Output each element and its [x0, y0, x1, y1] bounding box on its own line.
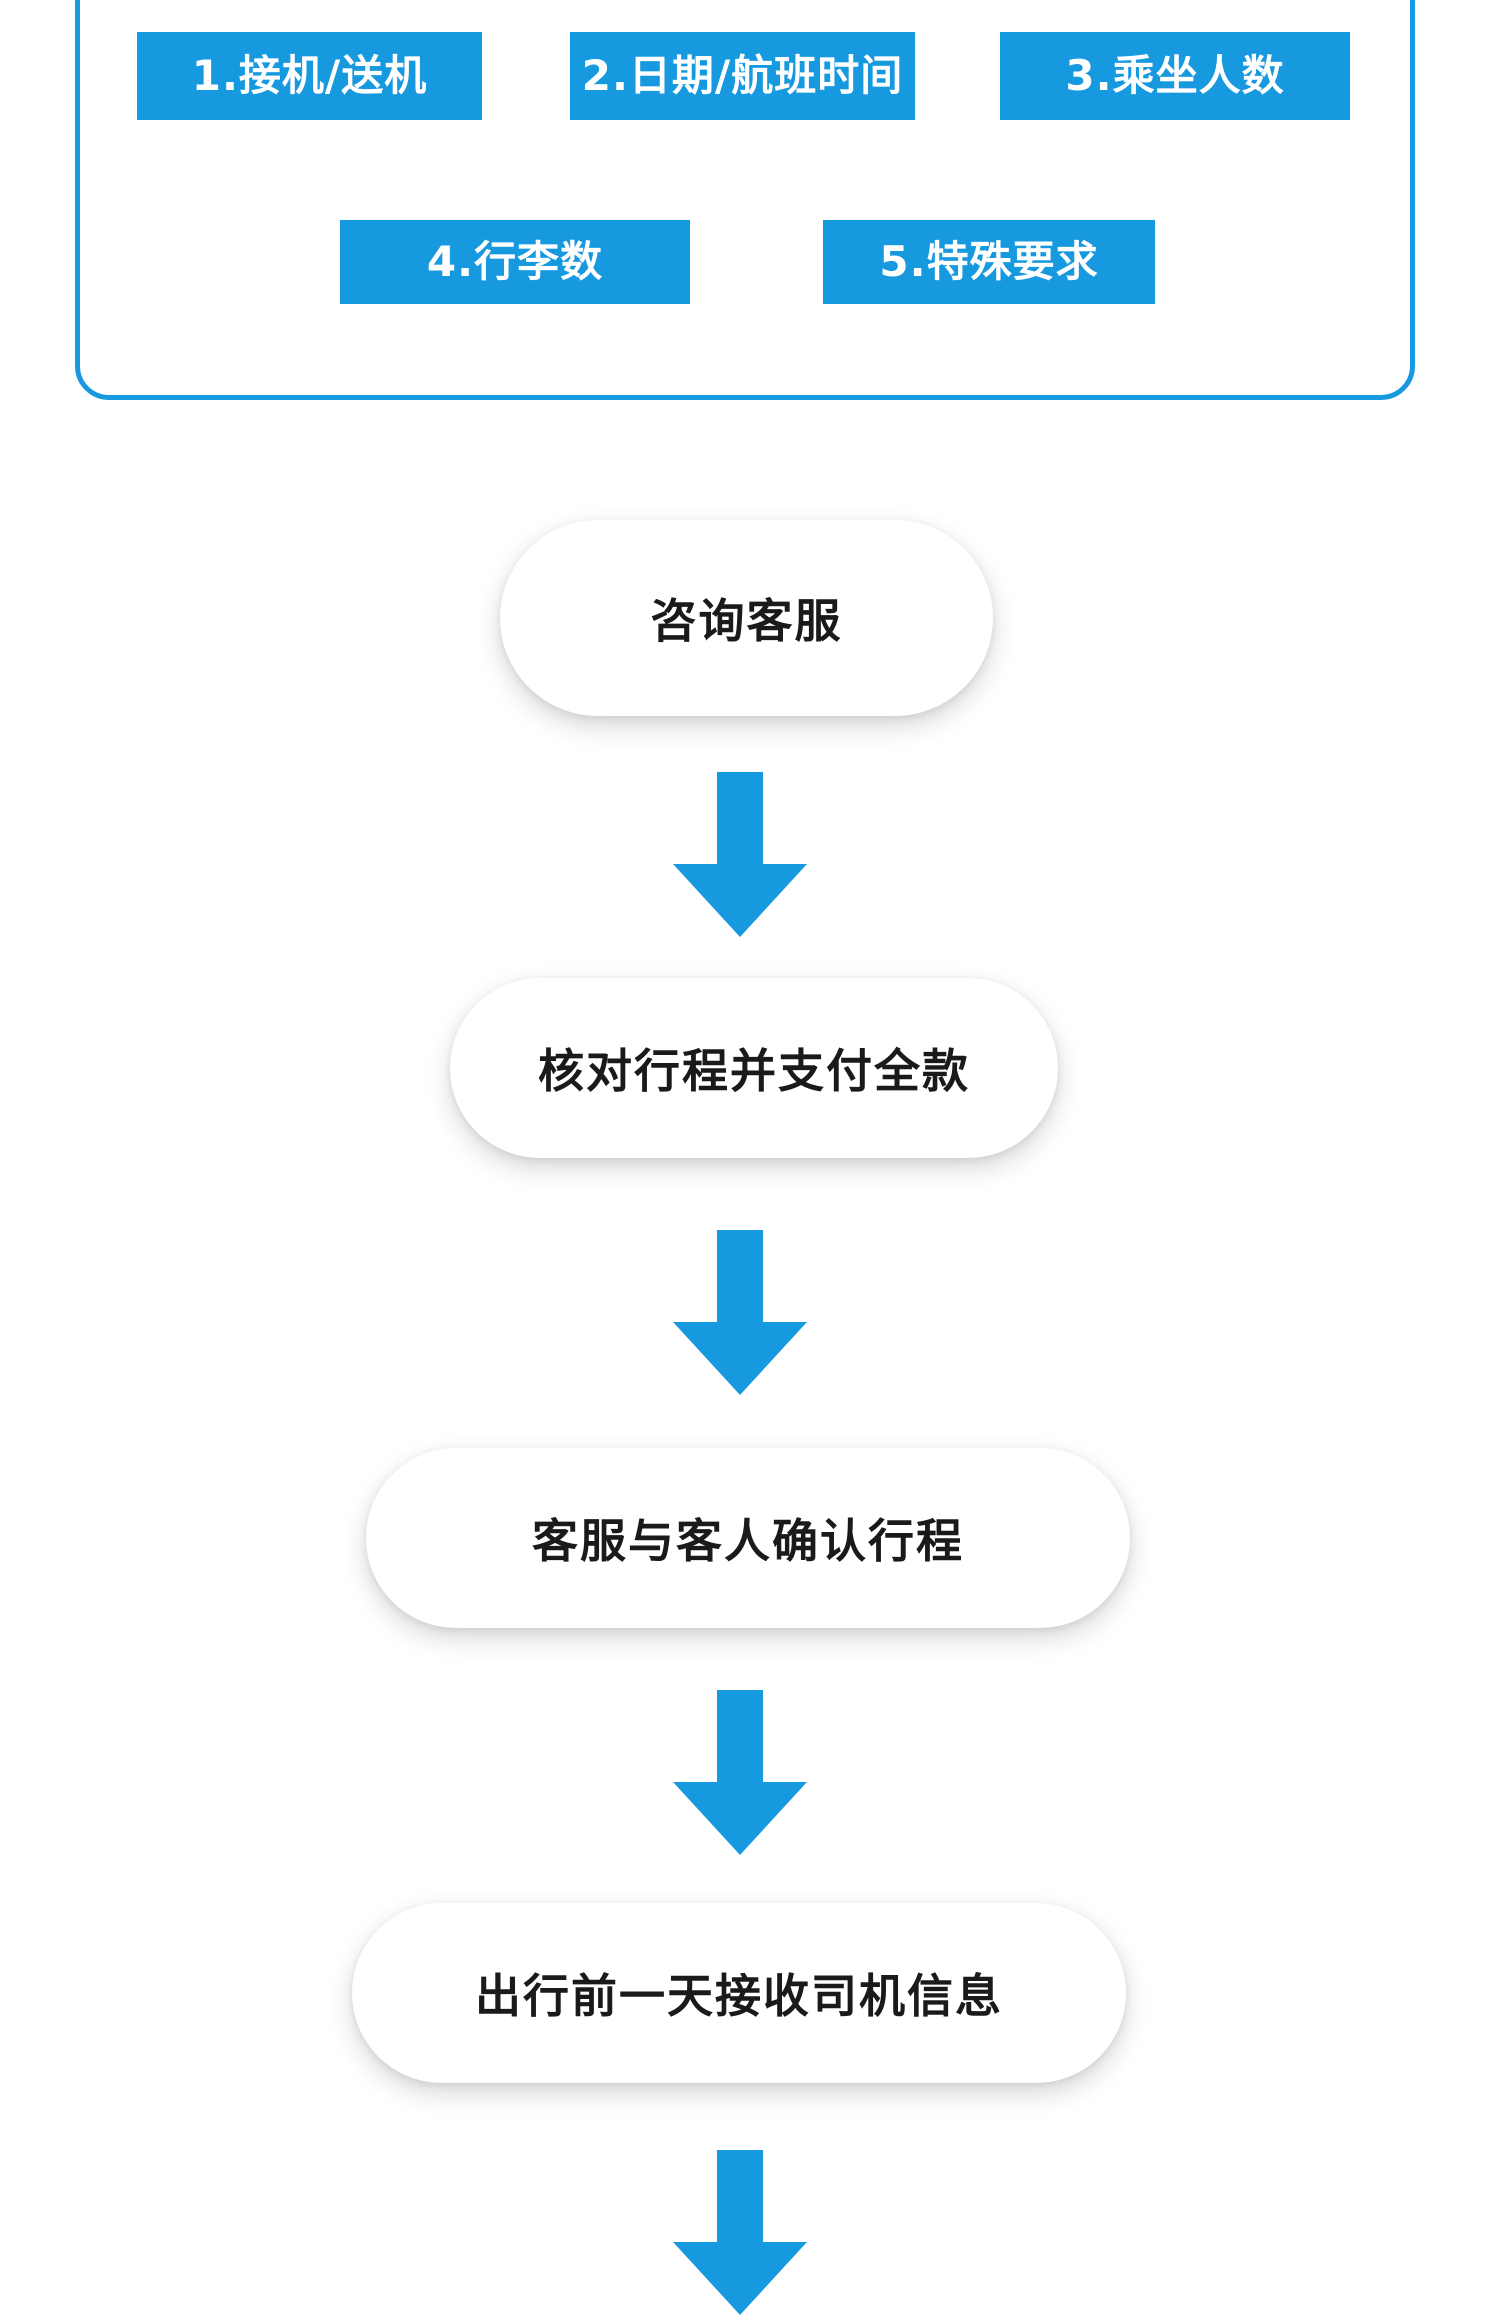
requirements-row-1: 1.接机/送机 2.日期/航班时间 3.乘坐人数: [80, 32, 1410, 120]
requirement-tag-passenger-count[interactable]: 3.乘坐人数: [1000, 32, 1350, 120]
down-arrow-icon-3: [670, 1690, 810, 1855]
flow-step-consult-support[interactable]: 咨询客服: [500, 520, 993, 716]
requirement-tag-date-flight-time[interactable]: 2.日期/航班时间: [570, 32, 915, 120]
down-arrow-icon-1: [670, 772, 810, 937]
flow-step-verify-itinerary-pay[interactable]: 核对行程并支付全款: [450, 978, 1058, 1158]
flow-step-receive-driver-info[interactable]: 出行前一天接收司机信息: [352, 1903, 1126, 2083]
requirement-tag-luggage-count[interactable]: 4.行李数: [340, 220, 690, 304]
requirement-tag-pickup-dropoff[interactable]: 1.接机/送机: [137, 32, 482, 120]
flow-step-support-confirm-itinerary[interactable]: 客服与客人确认行程: [366, 1448, 1130, 1628]
requirements-panel: 1.接机/送机 2.日期/航班时间 3.乘坐人数 4.行李数 5.特殊要求: [75, 0, 1415, 400]
down-arrow-icon-2: [670, 1230, 810, 1395]
down-arrow-icon-4: [670, 2150, 810, 2322]
requirements-row-2: 4.行李数 5.特殊要求: [80, 220, 1410, 304]
requirement-tag-special-request[interactable]: 5.特殊要求: [823, 220, 1155, 304]
